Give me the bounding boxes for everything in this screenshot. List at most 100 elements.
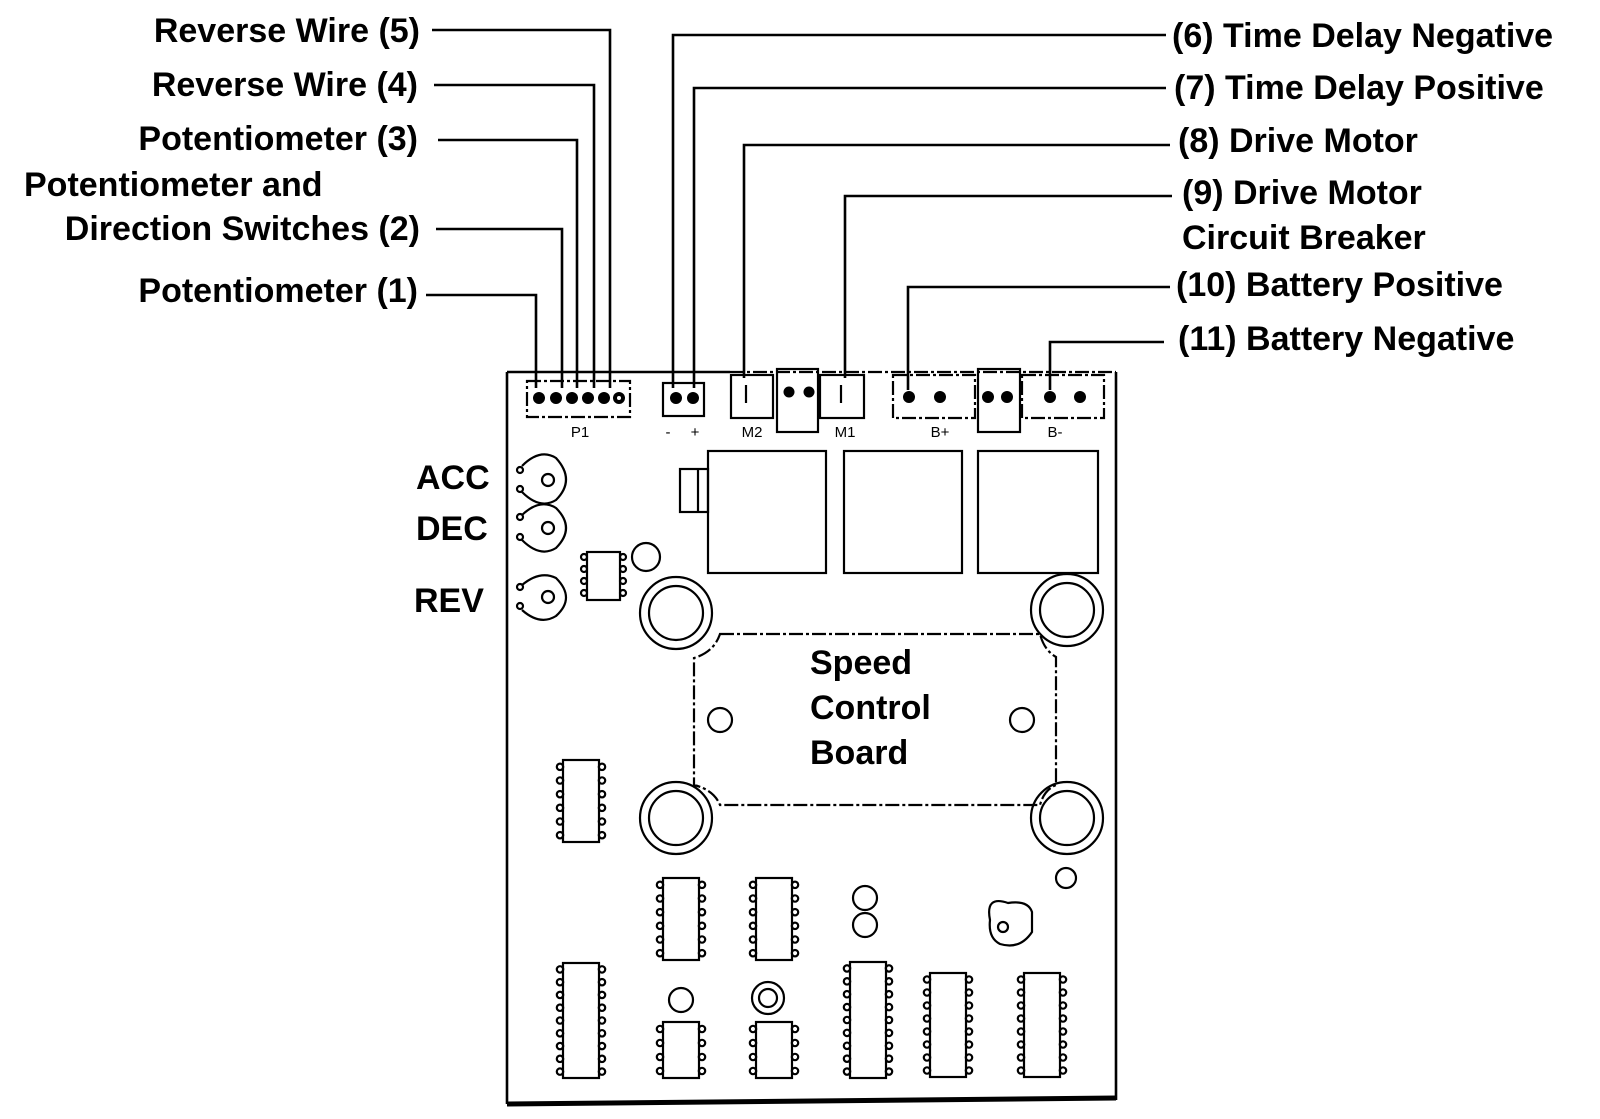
ic-pin [597, 776, 607, 785]
ic-pin [790, 948, 800, 958]
label-m2: M2 [742, 424, 763, 441]
ic-pin [597, 965, 607, 974]
ic-pin [790, 1038, 800, 1048]
lower-ic-chips [555, 758, 1068, 1080]
ic-pin [555, 817, 565, 826]
ic-pin [922, 975, 932, 984]
ic-pin [555, 762, 565, 772]
module-label-line1: Speed [810, 644, 912, 682]
ic-pin [655, 1066, 665, 1076]
label-m1: M1 [835, 424, 856, 441]
ic-pin [655, 907, 665, 917]
ic-pin [1058, 975, 1068, 984]
ic-pin [964, 1001, 974, 1010]
ic-pin [697, 1024, 707, 1034]
ic-pin [655, 935, 665, 944]
callout-drive-motor-8: (8) Drive Motor [1178, 122, 1418, 160]
ic-pin [555, 789, 565, 799]
callout-reverse-wire-4: Reverse Wire (4) [152, 66, 418, 104]
callout-drive-motor-cb-9-line2: Circuit Breaker [1182, 219, 1426, 257]
connector-time-delay: - + [661, 381, 706, 441]
ic-pin [884, 977, 894, 986]
ic-pin [655, 894, 665, 903]
ic-pin [697, 948, 707, 958]
module-label-line2: Control [810, 689, 931, 727]
ic-pin [555, 1067, 565, 1076]
ic-pin [597, 1054, 607, 1064]
callout-potentiometer-direction-2-line1: Potentiometer and [24, 166, 322, 204]
speed-control-module: Speed Control Board [692, 632, 1058, 807]
ic-pin [964, 988, 974, 997]
ic-pin [790, 935, 800, 944]
ic-chip-body [661, 1020, 701, 1080]
leader-5 [432, 28, 612, 388]
ic-pin [597, 1003, 607, 1013]
callout-reverse-wire-5: Reverse Wire (5) [154, 12, 420, 50]
ic-pin [842, 1054, 852, 1063]
ic-pin [748, 1038, 758, 1048]
ic-pin [697, 935, 707, 944]
ic-pin [964, 975, 974, 984]
ic-pin [1016, 1014, 1026, 1023]
ic-pin [922, 988, 932, 997]
callout-battery-positive-10: (10) Battery Positive [1176, 266, 1503, 304]
ic-pin [1058, 1027, 1068, 1036]
pot-label-rev: REV [414, 582, 484, 620]
leader-11 [1048, 340, 1164, 390]
leader-3 [438, 138, 579, 388]
ic-pin [842, 1041, 852, 1051]
ic-pin [655, 1052, 665, 1062]
ic-pin [964, 1053, 974, 1062]
leader-9 [843, 194, 1172, 378]
ic-pin [884, 1054, 894, 1063]
ic-pin [597, 789, 607, 799]
ic-pin [790, 880, 800, 890]
callout-drive-motor-cb-9-line1: (9) Drive Motor [1182, 174, 1422, 212]
ic-pin [597, 1041, 607, 1051]
ic-pin [1016, 1066, 1026, 1075]
connector-battery: B+ B- [891, 367, 1106, 441]
ic-pin [555, 776, 565, 785]
ic-pin [842, 1028, 852, 1038]
leader-1 [426, 293, 538, 388]
potentiometer-acc [515, 453, 568, 505]
potentiometer-rev [515, 574, 568, 621]
ic-pin [884, 1067, 894, 1076]
ic-pin [697, 1052, 707, 1062]
right-leader-lines [671, 33, 1172, 390]
ic-pin [1016, 975, 1026, 984]
leader-4 [434, 83, 596, 388]
ic-pin [842, 1067, 852, 1076]
ic-pin [1016, 1053, 1026, 1062]
ic-chip-body [561, 758, 601, 844]
ic-pin [922, 1053, 932, 1062]
ic-pin [555, 803, 565, 813]
mounting-holes [638, 572, 1105, 890]
callout-time-delay-positive-7: (7) Time Delay Positive [1174, 69, 1544, 107]
ic-pin [748, 935, 758, 944]
ic-pin [884, 964, 894, 973]
ic-pin [597, 1028, 607, 1038]
ic-pin [1058, 988, 1068, 997]
ic-pin [884, 989, 894, 999]
ic-pin [655, 1024, 665, 1034]
ic-pin [597, 803, 607, 813]
ic-pin [842, 977, 852, 986]
ic-pin [1016, 1027, 1026, 1036]
ic-pin [1058, 1066, 1068, 1075]
ic-pin [842, 989, 852, 999]
ic-pin [748, 948, 758, 958]
ic-pin [790, 1052, 800, 1062]
ic-pin [1058, 1040, 1068, 1049]
ic-pin [697, 1038, 707, 1048]
ic-pin [884, 1002, 894, 1012]
ic-pin [884, 1028, 894, 1038]
connector-motor: M2 M1 [729, 367, 866, 441]
left-leader-lines [426, 28, 612, 388]
ic-pin [842, 1002, 852, 1012]
ic-pin [555, 965, 565, 974]
ic-chip-body [754, 876, 794, 962]
module-label-line3: Board [810, 734, 908, 772]
ic-pin [697, 1066, 707, 1076]
ic-pin [790, 894, 800, 903]
